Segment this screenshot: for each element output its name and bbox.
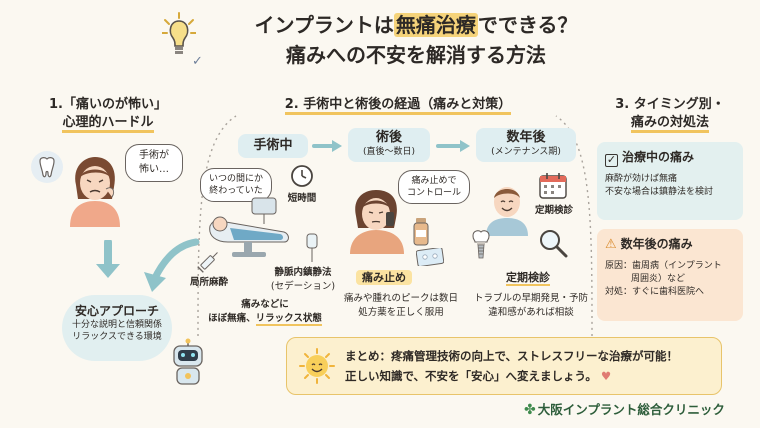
surgery-caption: 痛みなどに ほぼ無痛、リラックス状態: [208, 299, 322, 326]
relief-approach-bubble: 安心アプローチ 十分な説明と信頼関係 リラックスできる環境: [62, 295, 172, 361]
checkbox-icon: ✓: [605, 153, 618, 167]
summary-line2: 正しい知識で、不安を「安心」へ変えましょう。♥: [345, 369, 612, 383]
title-highlight: 無痛治療: [393, 13, 478, 37]
lightbulb-icon: [162, 12, 196, 62]
iv-drip-icon: [304, 232, 320, 262]
stage-post: 術後 (直後〜数日): [348, 128, 430, 162]
checkup-label: 定期検診: [506, 271, 550, 286]
heart-icon: ♥: [600, 369, 612, 383]
patient-speech-bubble: 手術が 怖い…: [125, 144, 183, 182]
stage-surgery: 手術中: [238, 134, 308, 158]
card2-title: ⚠数年後の痛み: [605, 237, 693, 252]
years-caption: トラブルの早期発見・予防 違和感があれば相談: [473, 293, 588, 318]
title-line2: 痛みへの不安を解消する方法: [286, 43, 546, 67]
stage-post-sub: (直後〜数日): [362, 147, 416, 157]
sedation-label: 静脈内鎮静法 (セデーション): [270, 267, 336, 292]
sun-face-icon: [299, 348, 335, 384]
stage-years: 数年後 (メンテナンス期): [476, 128, 576, 162]
local-anesthesia-label: 局所麻酔: [189, 277, 228, 288]
smiling-patient: [484, 180, 530, 236]
medicine-pack-icon: [416, 248, 444, 266]
relief-title: 安心アプローチ: [74, 304, 159, 318]
post-caption: 痛みや腫れのピークは数日 処方薬を正しく服用: [343, 293, 458, 318]
relief-line2: リラックスできる環境: [72, 332, 162, 342]
clock-icon: [290, 164, 314, 188]
worried-patient: [62, 155, 128, 227]
title-line1: インプラントは無痛治療でできる？: [254, 13, 578, 37]
medicine-bottle-icon: [412, 218, 430, 246]
clinic-logo: ✤大阪インプラント総合クリニック: [524, 402, 725, 418]
warning-icon: ⚠: [605, 237, 617, 252]
arrow-right-icon: [436, 140, 470, 152]
surgery-speech-bubble: いつの間にか 終わっていた: [200, 168, 272, 202]
stage-years-sub: (メンテナンス期): [491, 147, 561, 157]
robot-icon: [168, 338, 208, 386]
card1-line1: 麻酔が効けば無痛: [605, 174, 678, 184]
calendar-icon: [538, 172, 568, 200]
card2-line2: 周囲炎）など: [631, 274, 686, 284]
relief-line1: 十分な説明と信頼関係: [71, 320, 162, 330]
post-speech-bubble: 痛み止めで コントロール: [398, 170, 470, 204]
syringe-icon: [196, 248, 222, 274]
card-years-later: ⚠数年後の痛み 原因：歯周病（インプラント 周囲炎）など 対処：すぐに歯科医院へ: [597, 229, 743, 321]
post-op-patient: [346, 188, 410, 254]
painkiller-label: 痛み止め: [356, 270, 412, 285]
short-time-label: 短時間: [287, 193, 317, 204]
section2-heading: 2. 手術中と術後の経過（痛みと対策）: [248, 96, 548, 115]
calendar-checkup-label: 定期検診: [534, 205, 573, 216]
clover-icon: ✤: [524, 402, 536, 418]
dental-chair-illustration: [204, 196, 304, 258]
card1-title: ✓治療中の痛み: [605, 150, 695, 167]
page-title: インプラントは無痛治療でできる？ 痛みへの不安を解消する方法: [206, 10, 626, 70]
check-mark-icon: ✓: [192, 54, 203, 69]
down-arrow-icon: [96, 240, 120, 278]
arrow-right-icon: [312, 140, 342, 152]
magnifier-icon: [538, 228, 568, 258]
card2-line1: 原因：歯周病（インプラント: [605, 261, 722, 271]
card1-line2: 不安な場合は鎮静法を検討: [605, 187, 714, 197]
curved-arrow-icon: [144, 238, 200, 292]
card2-line3: 対処：すぐに歯科医院へ: [605, 287, 705, 297]
tooth-icon: [30, 150, 64, 184]
card-during-treatment: ✓治療中の痛み 麻酔が効けば無痛 不安な場合は鎮静法を検討: [597, 142, 743, 220]
implant-tooth-icon: [470, 228, 492, 260]
summary-line1: まとめ：疼痛管理技術の向上で、ストレスフリーな治療が可能！: [345, 349, 679, 363]
section1-heading: 1.「痛いのが怖い」 心理的ハードル: [28, 96, 188, 133]
section3-heading: 3. タイミング別・ 痛みの対処法: [596, 96, 744, 133]
summary-box: まとめ：疼痛管理技術の向上で、ストレスフリーな治療が可能！ 正しい知識で、不安を…: [286, 337, 722, 395]
